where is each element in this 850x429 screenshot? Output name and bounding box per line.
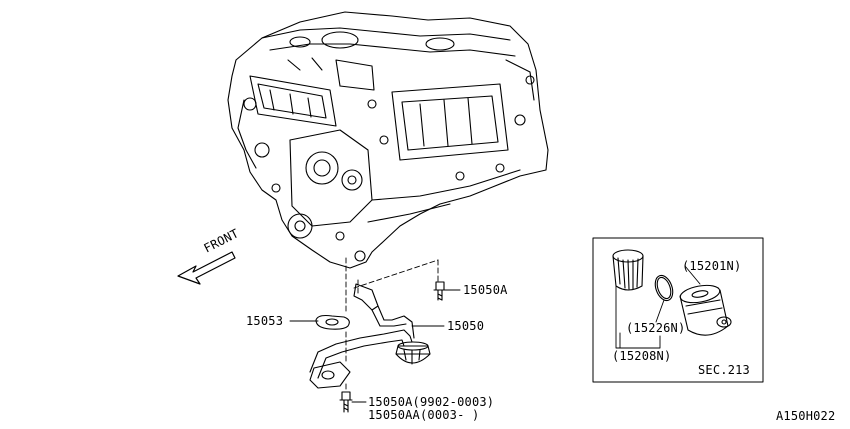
inset-section-ref: SEC.213 xyxy=(698,363,750,377)
bolt-lower-15050a-illustration xyxy=(339,391,353,413)
filter-assembly-illustration xyxy=(679,284,732,336)
oil-filter-inset xyxy=(592,237,764,383)
part-label-15050aa: 15050AA(0003- ) xyxy=(368,408,480,422)
part-label-15050a-lower: 15050A(9902-0003) xyxy=(368,395,495,409)
part-label-15050: 15050 xyxy=(447,319,485,333)
inset-label-15226n: (15226N) xyxy=(626,321,686,335)
inset-label-15208n: (15208N) xyxy=(612,349,672,363)
part-label-15053: 15053 xyxy=(246,314,284,328)
gasket-15053-illustration xyxy=(315,314,350,330)
assembly-guide-lines xyxy=(345,257,439,393)
oil-strainer-pipe-illustration xyxy=(309,283,431,389)
part-label-15050a-upper: 15050A xyxy=(463,283,508,297)
o-ring-illustration xyxy=(654,274,674,302)
filter-element-illustration xyxy=(612,249,644,291)
engine-block-illustration xyxy=(227,11,549,269)
front-direction-arrow xyxy=(177,251,236,285)
leader-lines xyxy=(289,289,461,403)
figure-id: A150H022 xyxy=(776,409,836,423)
inset-label-15201n: (15201N) xyxy=(682,259,742,273)
bolt-upper-15050a-illustration xyxy=(433,281,447,301)
inset-frame xyxy=(592,237,764,383)
